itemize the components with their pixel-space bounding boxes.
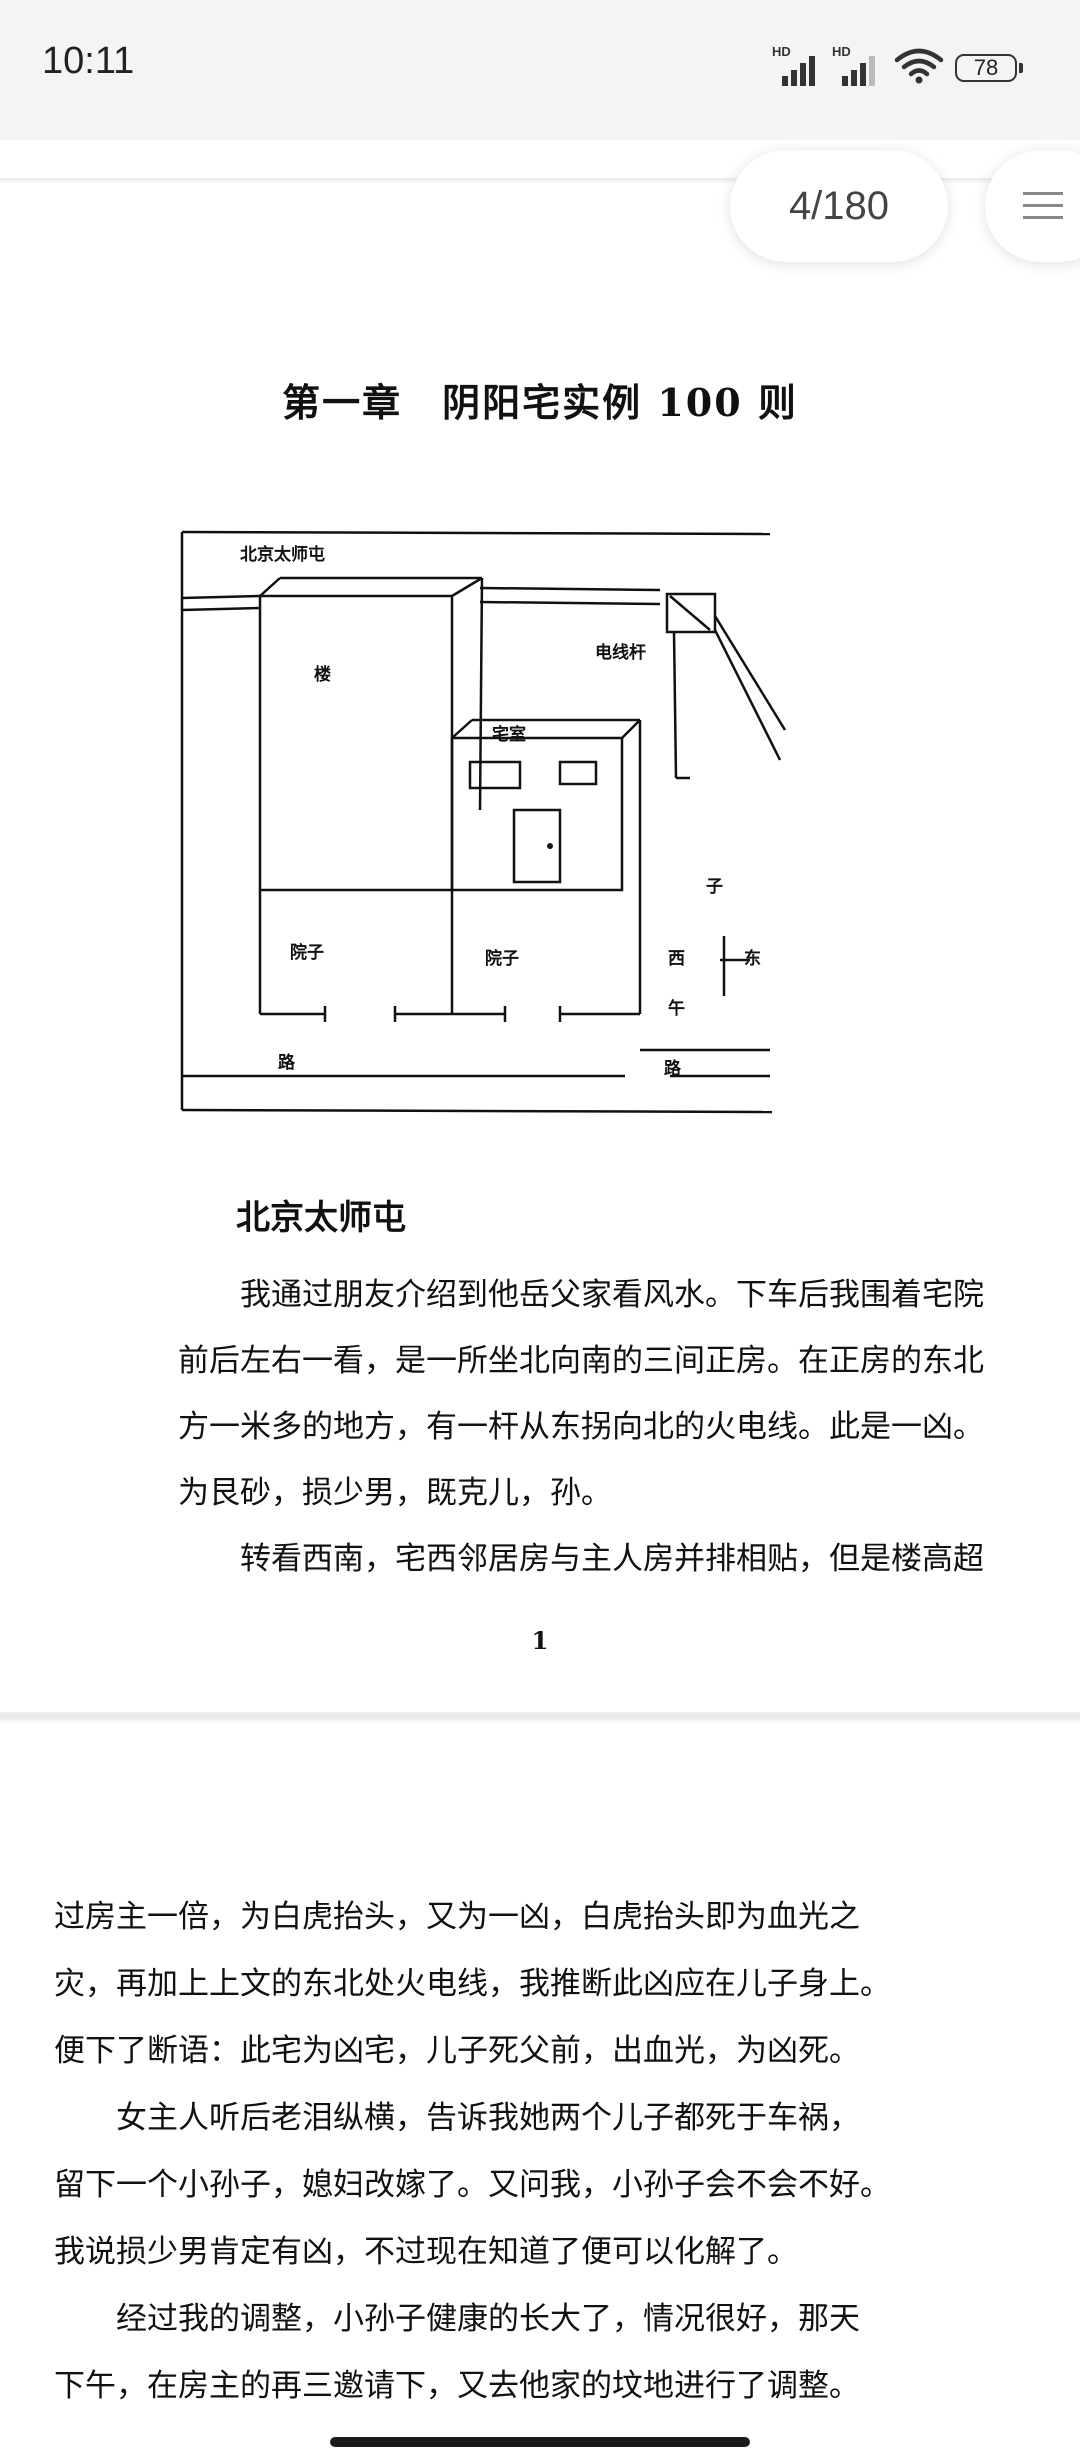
text-line: 过房主一倍，为白虎抬头，又为一凶，白虎抬头即为血光之 (54, 1899, 860, 1935)
text-line: 方一米多的地方，有一杆从东拐向北的火电线。此是一凶。 (178, 1409, 984, 1445)
diagram-label-yard-left: 院子 (290, 942, 324, 963)
text-line: 灾，再加上上文的东北处火电线，我推断此凶应在儿子身上。 (54, 1966, 891, 2002)
diagram-label-power-line: 电线杆 (595, 642, 646, 663)
text-line: 我说损少男肯定有凶，不过现在知道了便可以化解了。 (54, 2234, 798, 2270)
diagram-label-house: 宅室 (492, 724, 526, 745)
diagram-label-yard-right: 院子 (485, 948, 519, 969)
page1-body: 我通过朋友介绍到他岳父家看风水。下车后我围着宅院 前后左右一看，是一所坐北向南的… (178, 1262, 1038, 1592)
diagram-label-south: 午 (668, 998, 685, 1019)
page2-body: 过房主一倍，为白虎抬头，又为一凶，白虎抬头即为血光之 灾，再加上上文的东北处火电… (54, 1884, 1054, 2420)
status-bar: 10:11 HD HD 78 (0, 0, 1080, 140)
text-line: 留下一个小孙子，媳妇改嫁了。又问我，小孙子会不会不好。 (54, 2167, 891, 2203)
text-line: 便下了断语：此宅为凶宅，儿子死父前，出血光，为凶死。 (54, 2033, 860, 2069)
diagram-label-east: 东 (744, 948, 761, 969)
diagram-label-building: 楼 (314, 664, 331, 685)
page-separator (0, 1712, 1080, 1724)
status-time: 10:11 (42, 40, 135, 82)
diagram-label-west: 西 (668, 949, 685, 969)
text-line: 女主人听后老泪纵横，告诉我她两个儿子都死于车祸， (116, 2100, 860, 2136)
text-line: 转看西南，宅西邻居房与主人房并排相贴，但是楼高超 (240, 1541, 984, 1577)
text-line: 下午，在房主的再三邀请下，又去他家的坟地进行了调整。 (54, 2368, 860, 2404)
wifi-icon (894, 48, 944, 84)
page-number: 1 (531, 1626, 549, 1655)
diagram-label-road-right: 路 (664, 1058, 682, 1079)
diagram-label-title: 北京太师屯 (240, 544, 325, 565)
home-indicator[interactable] (330, 2437, 750, 2447)
battery-icon: 78 (955, 54, 1023, 82)
diagram-label-north: 子 (706, 877, 723, 897)
house-layout-diagram: 北京太师屯 楼 电线杆 宅室 院子 院子 西 东 子 午 路 路 (180, 530, 787, 1114)
page-indicator[interactable]: 4/180 (730, 150, 948, 262)
menu-button[interactable] (985, 150, 1080, 262)
diagram-label-road-left: 路 (278, 1052, 296, 1073)
text-line: 前后左右一看，是一所坐北向南的三间正房。在正房的东北 (178, 1343, 984, 1379)
hamburger-menu-icon (1023, 192, 1063, 195)
text-line: 我通过朋友介绍到他岳父家看风水。下车后我围着宅院 (240, 1277, 984, 1313)
text-line: 为艮砂，损少男，既克儿，孙。 (178, 1475, 612, 1511)
section-title: 北京太师屯 (236, 1198, 406, 1238)
page-top-shadow (0, 178, 1080, 184)
chapter-title: 第一章 阴阳宅实例 100 则 (282, 380, 798, 425)
text-line: 经过我的调整，小孙子健康的长大了，情况很好，那天 (116, 2301, 860, 2337)
